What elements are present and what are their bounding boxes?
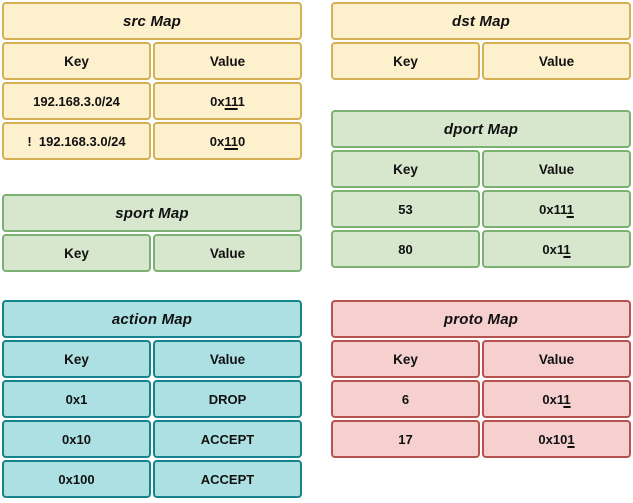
proto-map-key-cell: 6 — [331, 380, 480, 418]
action-map-key-cell: 0x10 — [2, 420, 151, 458]
table-row: 53 0x111 — [331, 190, 631, 228]
dport-map-column-header-value: Value — [482, 150, 631, 188]
cell-text: 6 — [401, 391, 410, 407]
value-underlined-bits: 1 — [566, 201, 574, 217]
table-row: 0x10 ACCEPT — [2, 420, 302, 458]
proto-map-value-cell: 0x11 — [482, 380, 631, 418]
cell-text: 0x111 — [539, 202, 574, 217]
table-row: ! 192.168.3.0/24 0x110 — [2, 122, 302, 160]
value-underlined-bits: 1 — [563, 241, 571, 257]
value-prefix: DROP — [208, 391, 247, 407]
dport-map-value-cell: 0x11 — [482, 230, 631, 268]
src-map-key-cell: 192.168.3.0/24 — [2, 82, 151, 120]
sport-map-column-header-key: Key — [2, 234, 151, 272]
value-underlined-bits: 11 — [224, 93, 238, 109]
table-row: 80 0x11 — [331, 230, 631, 268]
dport-map-key-cell: 53 — [331, 190, 480, 228]
action-map-column-header-key: Key — [2, 340, 151, 378]
value-prefix: ACCEPT — [200, 431, 255, 447]
action-map-key-cell: 0x100 — [2, 460, 151, 498]
cell-text: 0x110 — [210, 134, 245, 149]
value-prefix: 0x10 — [538, 431, 568, 447]
dport-map-key-cell: 80 — [331, 230, 480, 268]
proto-map-column-header-value: Value — [482, 340, 631, 378]
dport-map-title: dport Map — [331, 110, 631, 148]
src-map-title: src Map — [2, 2, 302, 40]
cell-text: 0x101 — [538, 432, 574, 447]
proto-map-title: proto Map — [331, 300, 631, 338]
action-map-column-header-value: Value — [153, 340, 302, 378]
dst-map-column-header-key: Key — [331, 42, 480, 80]
value-prefix: 0x1 — [542, 241, 564, 257]
value-prefix: ACCEPT — [200, 471, 255, 487]
cell-text: 0x100 — [58, 471, 95, 487]
cell-text: 192.168.3.0/24 — [33, 93, 120, 109]
value-suffix: 1 — [237, 93, 245, 109]
cell-text: DROP — [209, 392, 247, 407]
value-suffix: 0 — [237, 133, 246, 149]
value-prefix: 0x1 — [542, 391, 564, 407]
cell-text: 80 — [398, 241, 413, 257]
cell-text: ACCEPT — [201, 472, 254, 487]
action-map-value-cell: ACCEPT — [153, 460, 302, 498]
dst-map-column-header-value: Value — [482, 42, 631, 80]
cell-text: 0x10 — [62, 431, 91, 447]
table-row: 0x100 ACCEPT — [2, 460, 302, 498]
cell-text: 0x11 — [542, 392, 570, 407]
action-map-value-cell: DROP — [153, 380, 302, 418]
value-underlined-bits: 1 — [563, 391, 571, 407]
cell-text: ACCEPT — [201, 432, 254, 447]
cell-text: 17 — [398, 431, 413, 447]
table-row: 17 0x101 — [331, 420, 631, 458]
sport-map-title: sport Map — [2, 194, 302, 232]
cell-text: 0x1 — [65, 391, 88, 407]
value-underlined-bits: 1 — [567, 431, 575, 447]
dport-map-column-header-key: Key — [331, 150, 480, 188]
proto-map-value-cell: 0x101 — [482, 420, 631, 458]
value-underlined-bits: 11 — [224, 133, 238, 149]
value-prefix: 0x — [209, 133, 225, 149]
action-map-key-cell: 0x1 — [2, 380, 151, 418]
proto-map-key-cell: 17 — [331, 420, 480, 458]
cell-text: 0x11 — [542, 242, 570, 257]
cell-text: ! 192.168.3.0/24 — [27, 133, 126, 149]
table-row: 6 0x11 — [331, 380, 631, 418]
src-map-value-cell: 0x111 — [153, 82, 302, 120]
sport-map-column-header-value: Value — [153, 234, 302, 272]
value-prefix: 0x — [210, 93, 225, 109]
action-map-title: action Map — [2, 300, 302, 338]
src-map-value-cell: 0x110 — [153, 122, 302, 160]
cell-text: 53 — [398, 201, 413, 217]
proto-map-column-header-key: Key — [331, 340, 480, 378]
src-map-key-cell: ! 192.168.3.0/24 — [2, 122, 151, 160]
dport-map-value-cell: 0x111 — [482, 190, 631, 228]
value-prefix: 0x11 — [539, 201, 567, 217]
dst-map-title: dst Map — [331, 2, 631, 40]
action-map-value-cell: ACCEPT — [153, 420, 302, 458]
table-row: 0x1 DROP — [2, 380, 302, 418]
src-map-column-header-value: Value — [153, 42, 302, 80]
src-map-column-header-key: Key — [2, 42, 151, 80]
cell-text: 0x111 — [210, 94, 245, 109]
